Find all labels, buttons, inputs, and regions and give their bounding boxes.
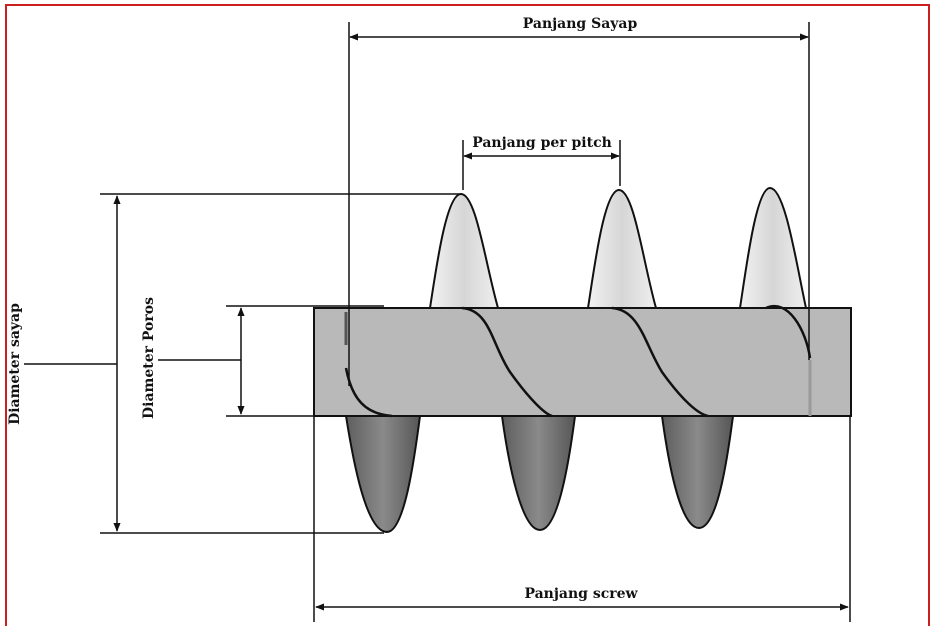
shaft xyxy=(313,307,852,417)
flight-top-1 xyxy=(428,192,500,309)
flight-bottom-2 xyxy=(500,415,577,532)
helix-curve-1 xyxy=(344,367,393,418)
flight-top-2 xyxy=(586,188,658,309)
diameter-sayap-label: Diameter sayap xyxy=(7,303,23,425)
flight-bottom-3 xyxy=(660,415,735,530)
frame-border xyxy=(5,4,930,626)
diameter-poros-label: Diameter Poros xyxy=(141,297,157,419)
flight-top-3 xyxy=(738,186,808,309)
helix-curve-2 xyxy=(461,306,553,418)
panjang-sayap-label: Panjang Sayap xyxy=(523,16,638,32)
flight-bottom-1 xyxy=(344,415,422,534)
panjang-per-pitch-label: Panjang per pitch xyxy=(472,135,612,151)
panjang-screw-label: Panjang screw xyxy=(524,586,638,602)
helix-curve-3 xyxy=(611,306,709,418)
